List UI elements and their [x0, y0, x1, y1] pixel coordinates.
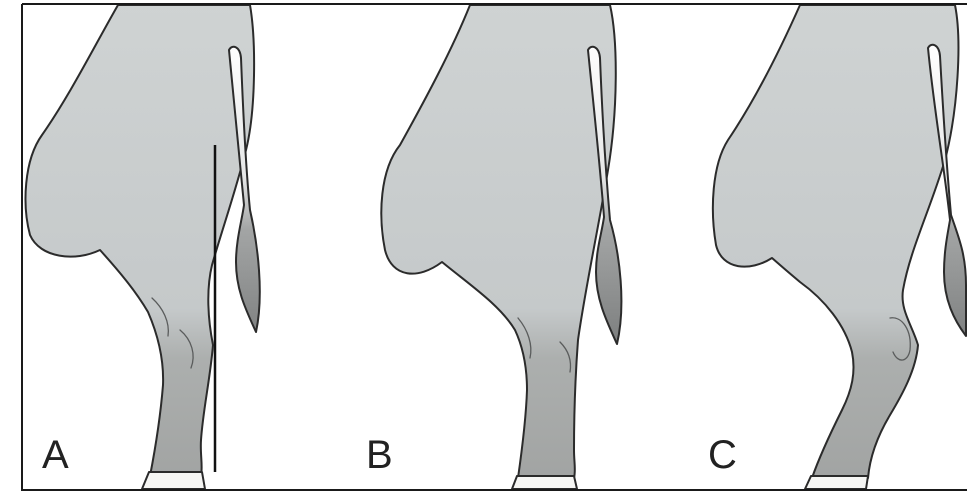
panel-a: A	[26, 5, 260, 489]
hoof-b	[512, 476, 577, 489]
leg-c-silhouette	[713, 5, 959, 478]
label-a: A	[42, 433, 69, 477]
label-c: C	[708, 433, 737, 477]
leg-a-silhouette	[26, 5, 255, 476]
leg-b-silhouette	[381, 5, 615, 478]
hoof-c	[805, 476, 868, 489]
panel-b: B	[366, 5, 621, 489]
label-b: B	[366, 433, 393, 477]
panel-c: C	[708, 5, 966, 489]
hoof-a	[142, 472, 205, 489]
